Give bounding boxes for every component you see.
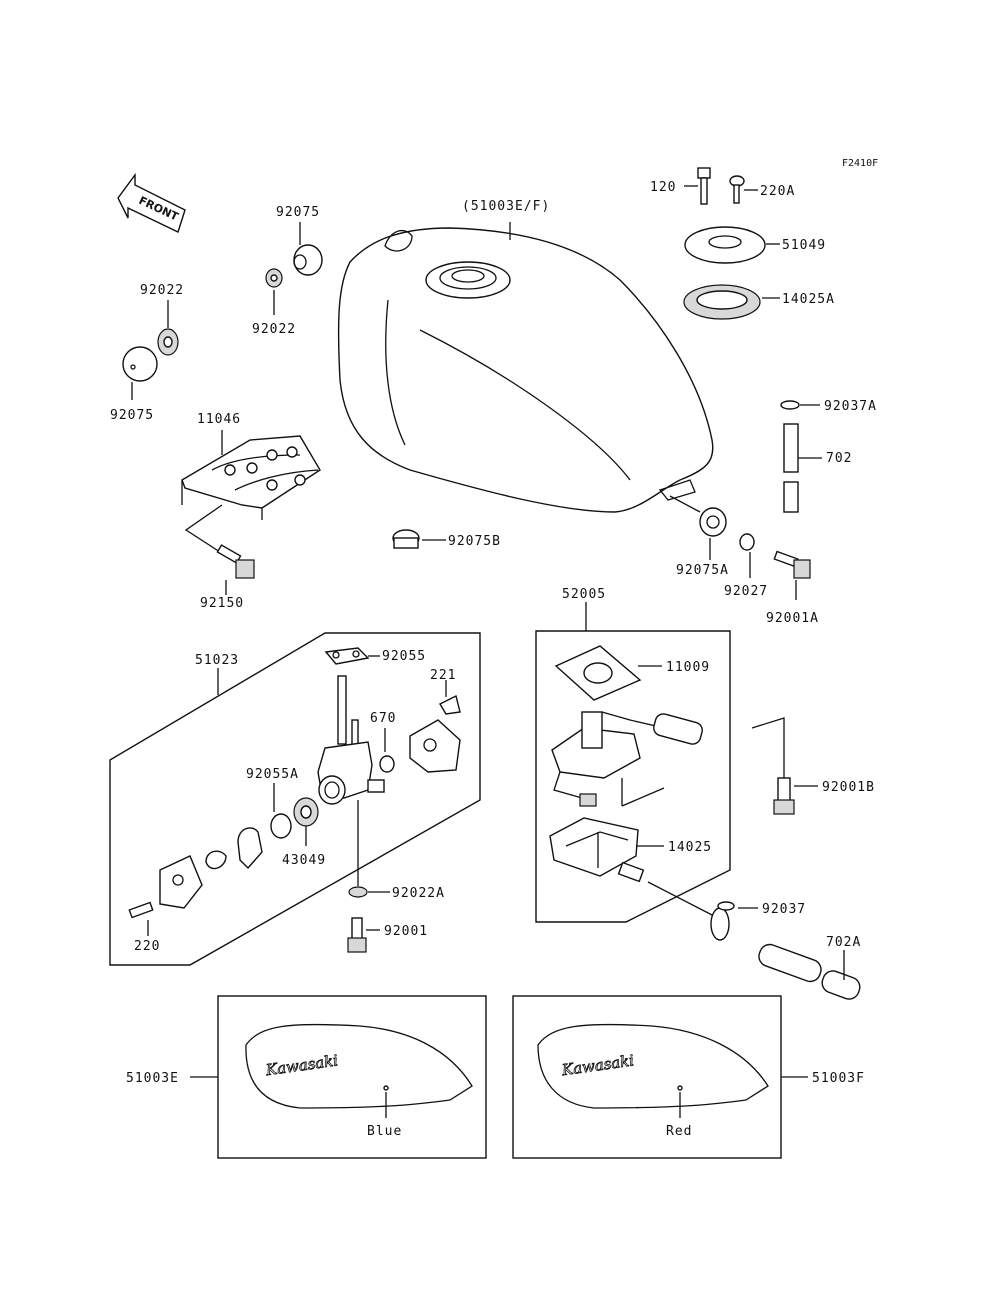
- label-670: 670: [370, 711, 396, 726]
- label-92037a: 92037A: [824, 399, 877, 414]
- grommet-92075-top: 92075: [276, 205, 323, 276]
- label-92022-mid: 92022: [252, 322, 296, 337]
- label-11009: 11009: [666, 660, 710, 675]
- gasket-92055: 92055: [324, 647, 426, 665]
- label-92027: 92027: [724, 584, 768, 599]
- grommet-92075-left: 92075: [110, 346, 158, 423]
- bracket-11046: 11046: [181, 412, 321, 553]
- hose-702a: 702A: [758, 935, 861, 1000]
- washer-92027: 92027: [724, 533, 768, 599]
- bolt-92001b: 92001B: [751, 717, 875, 815]
- screw-220: 220: [128, 901, 160, 954]
- assembly-52005: 52005 11009 14025: [535, 587, 731, 923]
- label-51049: 51049: [782, 238, 826, 253]
- bolt-92150: 92150: [200, 544, 255, 611]
- label-14025a: 14025A: [782, 292, 835, 307]
- label-92001b: 92001B: [822, 780, 875, 795]
- label-702a: 702A: [826, 935, 861, 950]
- label-92075-left: 92075: [110, 408, 154, 423]
- seal-43049: 43049: [282, 797, 326, 868]
- color-blue: Blue: [367, 1124, 402, 1139]
- label-51003f: 51003F: [812, 1071, 865, 1086]
- label-92055: 92055: [382, 649, 426, 664]
- label-92022a: 92022A: [392, 886, 445, 901]
- label-51023: 51023: [195, 653, 239, 668]
- bolt-92001: 92001: [347, 917, 428, 953]
- label-92037: 92037: [762, 902, 806, 917]
- washer-92022a: 92022A: [348, 886, 445, 901]
- label-92001a: 92001A: [766, 611, 819, 626]
- plate-lever: [159, 855, 203, 909]
- label-92022-left: 92022: [140, 283, 184, 298]
- label-92001: 92001: [384, 924, 428, 939]
- color-red: Red: [666, 1124, 692, 1139]
- grommet-92075a: 92075A: [669, 495, 729, 578]
- fuel-tank: (51003E/F): [337, 199, 714, 513]
- brand-logo-red: Kawasaki: [560, 1051, 635, 1079]
- label-51003e: 51003E: [126, 1071, 179, 1086]
- hose-702: 702: [783, 423, 852, 513]
- clip-92037: 92037: [710, 901, 806, 941]
- screw-220a: 220A: [729, 175, 795, 204]
- grommet-92075b: 92075B: [392, 529, 501, 549]
- cap-51049: 51049: [684, 226, 826, 264]
- label-51003ef: (51003E/F): [462, 199, 550, 214]
- label-43049: 43049: [282, 853, 326, 868]
- screw-221: 221: [430, 668, 461, 715]
- plate-cover: [409, 719, 461, 773]
- label-52005: 52005: [562, 587, 606, 602]
- bolt-92001a: 92001A: [766, 550, 819, 626]
- label-92150: 92150: [200, 596, 244, 611]
- label-92055a: 92055A: [246, 767, 299, 782]
- label-220: 220: [134, 939, 160, 954]
- label-92075b: 92075B: [448, 534, 501, 549]
- label-120: 120: [650, 180, 676, 195]
- label-14025: 14025: [668, 840, 712, 855]
- front-arrow-icon: FRONT: [117, 172, 186, 233]
- diagram-code: F2410F: [842, 158, 878, 169]
- brand-logo-blue: Kawasaki: [264, 1051, 339, 1079]
- clip-92037a: 92037A: [780, 399, 877, 414]
- washer-92022-mid: 92022: [252, 268, 296, 337]
- fuel-cock-body: [317, 675, 385, 886]
- oring-92055a: 92055A: [246, 767, 299, 839]
- gasket-11009: 11009: [554, 645, 710, 701]
- label-92075-top: 92075: [276, 205, 320, 220]
- gasket-14025a: 14025A: [683, 284, 835, 320]
- label-220a: 220A: [760, 184, 795, 199]
- lever: [205, 827, 263, 870]
- assembly-51023: 51023 92055 221 670: [109, 632, 481, 966]
- label-92075a: 92075A: [676, 563, 729, 578]
- decal-51003f: Kawasaki Red 51003F: [512, 995, 865, 1159]
- label-702: 702: [826, 451, 852, 466]
- gauge-cover-14025: 14025: [549, 817, 715, 917]
- label-11046: 11046: [197, 412, 241, 427]
- washer-92022-left: 92022: [140, 283, 184, 356]
- label-221: 221: [430, 668, 456, 683]
- decal-51003e: Kawasaki Blue 51003E: [126, 995, 487, 1159]
- oring-670: 670: [370, 711, 396, 773]
- bolt-120: 120: [650, 167, 711, 205]
- fuel-gauge-sender: [551, 711, 703, 807]
